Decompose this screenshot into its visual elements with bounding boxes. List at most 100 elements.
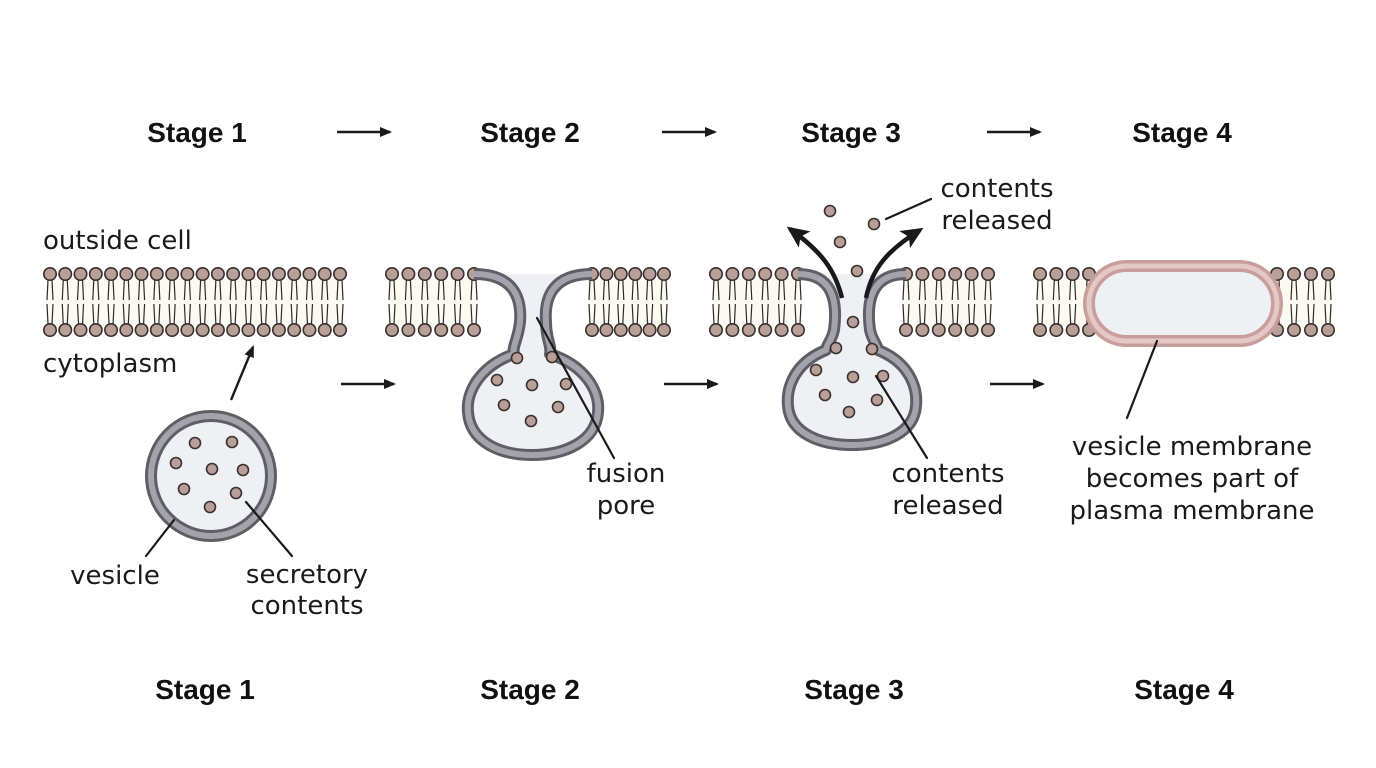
lipid-tail: [1307, 279, 1315, 301]
bilayer-core: [388, 278, 478, 326]
becomes-part-label-line-1: vesicle membrane: [1072, 432, 1312, 462]
lipid-tail: [336, 303, 344, 325]
released-dot: [850, 264, 864, 278]
incorporated-membrane-patch: [1083, 260, 1283, 347]
lipid-tail: [602, 279, 610, 301]
lipid-head: [1304, 266, 1319, 281]
lipid-tail: [183, 303, 191, 325]
lipid-head: [915, 266, 930, 281]
stage-1-vesicle: [144, 345, 294, 558]
lipid-tail: [260, 303, 268, 325]
lipid-head: [599, 322, 614, 337]
lipid-head: [401, 266, 416, 281]
lipid-tail: [321, 279, 329, 301]
becomes-part-label-line-2: becomes part of: [1086, 464, 1299, 494]
lipid-tail: [778, 279, 786, 301]
lipid-tail: [46, 303, 54, 325]
content-dot: [497, 398, 511, 412]
lipid-head: [241, 266, 256, 281]
lipid-head: [134, 322, 149, 337]
lipid-tail: [76, 303, 85, 325]
content-dot: [229, 486, 243, 500]
vesicle-label: vesicle: [70, 561, 160, 591]
content-dot: [203, 500, 217, 514]
stage-title-bottom-2: Stage 2: [480, 674, 580, 705]
lipid-tail: [935, 303, 943, 325]
lipid-head: [1287, 266, 1302, 281]
bilayer-core: [588, 278, 668, 326]
lipid-tail: [902, 279, 910, 301]
lipid-head: [964, 322, 979, 337]
lipid-head: [915, 322, 930, 337]
plasma-membrane: [42, 266, 1336, 337]
lipid-head: [584, 322, 599, 337]
lipid-tail: [968, 279, 976, 301]
lipid-head: [898, 322, 913, 337]
stage-title-top-4: Stage 4: [1132, 117, 1232, 148]
lipid-head: [1321, 266, 1336, 281]
lipid-tail: [778, 303, 786, 325]
bilayer-segment: [384, 266, 481, 337]
lipid-tail: [437, 303, 445, 325]
lipid-tail: [984, 303, 992, 325]
lipid-head: [384, 266, 399, 281]
content-dot: [510, 351, 524, 365]
lipid-head: [741, 322, 756, 337]
lipid-head: [42, 322, 57, 337]
lipid-tail: [153, 303, 161, 325]
released-top-label-line-1: contents: [940, 174, 1053, 204]
lipid-head: [613, 266, 628, 281]
fusing-vesicle-membrane: [461, 268, 605, 461]
lipid-tail: [918, 303, 926, 325]
content-dot: [870, 393, 884, 407]
fusion-pore-label-line-2: pore: [597, 491, 656, 521]
lipid-head: [964, 266, 979, 281]
lipid-tail: [168, 279, 176, 301]
lipid-head: [1065, 322, 1080, 337]
lipid-tail: [951, 279, 959, 301]
lipid-head: [708, 322, 723, 337]
lipid-tail: [761, 279, 769, 301]
bilayer-core: [902, 278, 992, 326]
lipid-tail: [902, 303, 910, 325]
content-dot: [846, 370, 860, 384]
lipid-tail: [984, 279, 992, 301]
lipid-tail: [646, 303, 654, 325]
lipid-tail: [794, 279, 802, 301]
lipid-tail: [244, 279, 253, 301]
content-dot: [809, 363, 823, 377]
lipid-tail: [1290, 279, 1298, 301]
lipid-head: [302, 322, 317, 337]
lipid-tail: [712, 303, 720, 325]
becomes-part-leader-line: [1125, 339, 1159, 420]
lipid-head: [165, 266, 180, 281]
lipid-head: [210, 266, 225, 281]
content-dot: [524, 414, 538, 428]
open-vesicle-membrane-highlight: [784, 271, 920, 448]
bilayer-core: [712, 278, 802, 326]
lipid-tail: [421, 303, 429, 325]
lipid-tail: [61, 279, 69, 301]
content-dot: [876, 369, 890, 383]
lipid-head: [271, 266, 286, 281]
lipid-head: [708, 266, 723, 281]
bilayer-segment: [898, 266, 995, 337]
lipid-head: [226, 322, 241, 337]
lipid-tail: [260, 279, 268, 301]
lipid-head: [613, 322, 628, 337]
lipid-tail: [728, 303, 736, 325]
diagram-labels: outside cell cytoplasm vesicle secretory…: [43, 174, 1314, 621]
content-dot: [829, 341, 843, 355]
stage-title-bottom-3: Stage 3: [804, 674, 904, 705]
lipid-head: [73, 322, 88, 337]
lipid-tail: [388, 279, 396, 301]
lipid-tail: [660, 279, 668, 301]
lipid-tail: [968, 303, 976, 325]
lipid-tail: [728, 279, 736, 301]
fusion-pore-label-line-1: fusion: [587, 459, 666, 489]
lipid-tail: [617, 279, 625, 301]
lipid-head: [758, 266, 773, 281]
lipid-tail: [107, 303, 115, 325]
content-dot: [846, 315, 860, 329]
